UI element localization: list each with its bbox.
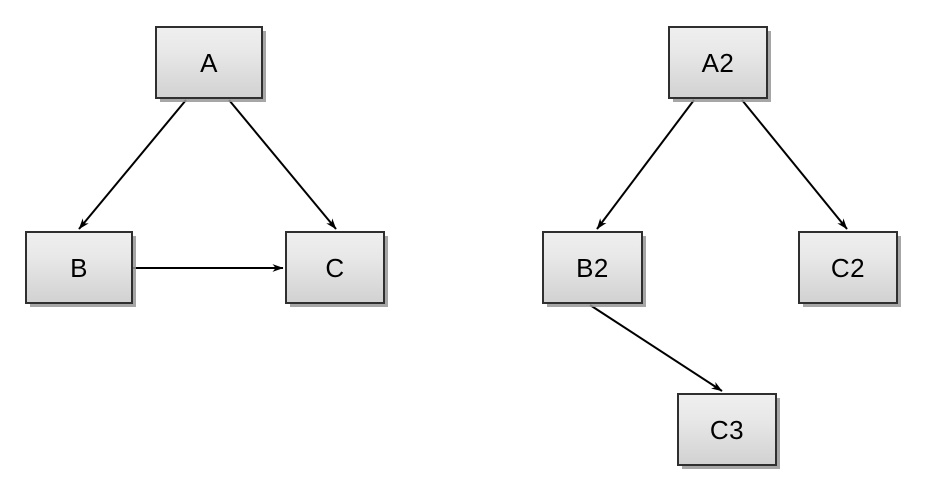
node-label: B — [70, 252, 88, 283]
node-label: A — [200, 47, 218, 78]
edge-a-to-b — [78, 99, 187, 230]
edge-b2-to-c3 — [589, 304, 723, 392]
node-a2[interactable]: A2 — [668, 26, 768, 99]
edge-a2-to-b2 — [596, 99, 695, 230]
node-label: C — [325, 252, 345, 283]
node-label: C2 — [830, 252, 866, 283]
node-c[interactable]: C — [285, 231, 385, 304]
edge-a2-to-c2 — [741, 99, 848, 230]
edges-group — [78, 99, 848, 392]
node-b[interactable]: B — [25, 231, 133, 304]
node-c2[interactable]: C2 — [798, 231, 898, 304]
node-label: B2 — [576, 252, 609, 283]
node-label: C3 — [709, 414, 745, 445]
node-a[interactable]: A — [155, 26, 263, 99]
node-b2[interactable]: B2 — [542, 231, 643, 304]
node-c3[interactable]: C3 — [677, 393, 777, 466]
edge-a-to-c — [228, 99, 337, 230]
node-label: A2 — [701, 47, 735, 78]
